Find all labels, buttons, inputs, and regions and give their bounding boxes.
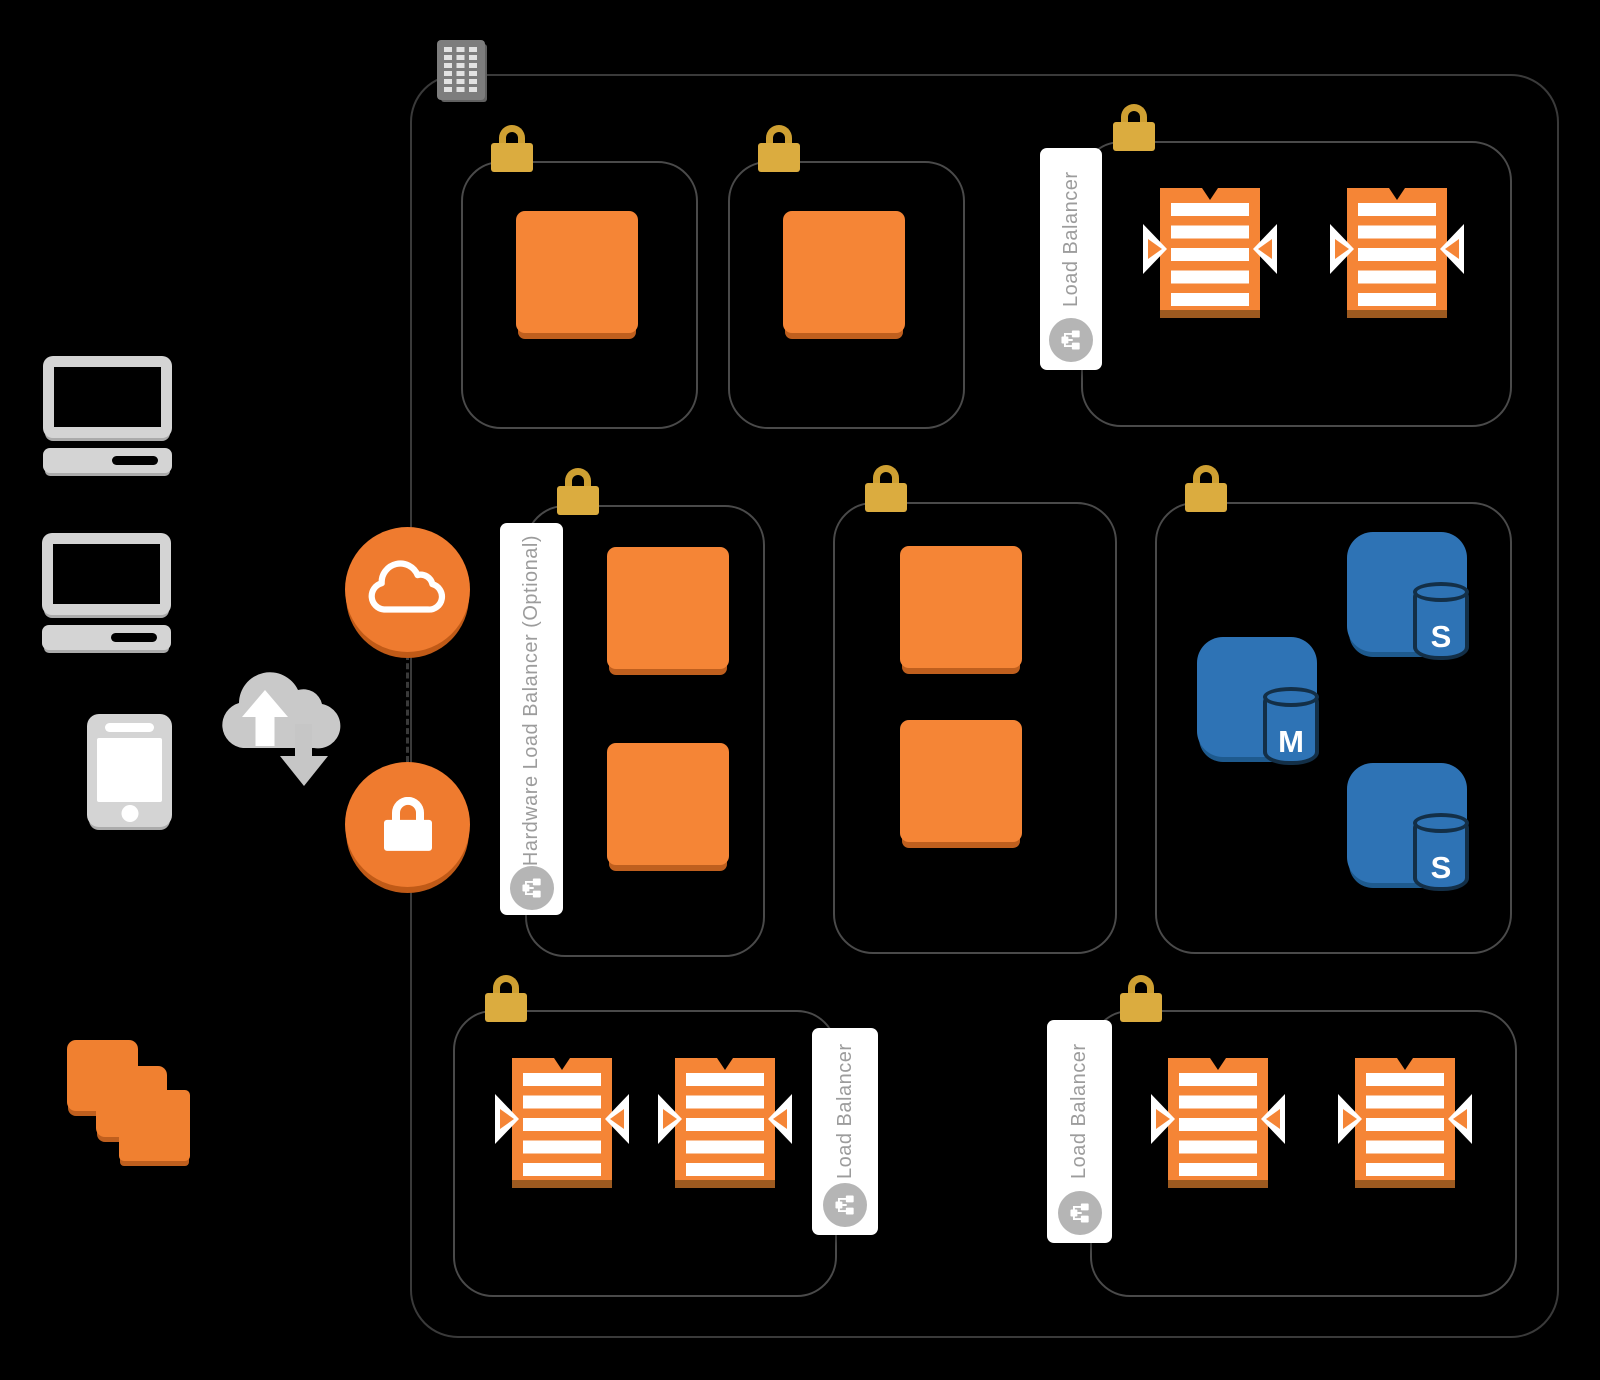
- desktop-client-icon: [43, 356, 172, 473]
- security-group-box: [728, 161, 965, 429]
- load-balancer-label: Load Balancer: [1047, 1020, 1112, 1243]
- rds-standby-icon: S: [1347, 532, 1469, 660]
- arrow-right-icon: [1143, 224, 1167, 274]
- monitor-slot: [111, 633, 157, 642]
- security-group-box: [1081, 141, 1512, 427]
- padlock-icon: [1185, 465, 1227, 512]
- web-server-icon: [1143, 188, 1277, 318]
- load-balancer-badge-icon: [1049, 318, 1093, 362]
- padlock-icon: [491, 125, 533, 172]
- db-letter: M: [1278, 724, 1304, 759]
- arrow-right-icon: [1338, 1094, 1362, 1144]
- mobile-client-icon: [87, 714, 172, 827]
- label-text: Load Balancer: [1068, 1043, 1090, 1180]
- arrow-right-icon: [1151, 1094, 1175, 1144]
- ec2-instance-icon: [783, 211, 905, 333]
- db-cylinder: S: [1413, 582, 1469, 660]
- security-group-box: [461, 161, 698, 429]
- ec2-instance-icon: [516, 211, 638, 333]
- arrow-right-icon: [1330, 224, 1354, 274]
- ec2-instance-icon: [900, 720, 1022, 842]
- phone-screen: [97, 738, 162, 802]
- ec2-instance-icon: [607, 547, 729, 669]
- label-text: Load Balancer: [833, 1043, 856, 1180]
- load-balancer-badge-icon: [509, 866, 554, 911]
- lock-body: [383, 819, 432, 851]
- load-balancer-badge-icon: [823, 1183, 867, 1227]
- arrow-left-icon: [1448, 1094, 1472, 1144]
- padlock-icon: [485, 975, 527, 1022]
- ec2-instance-icon: [900, 546, 1022, 668]
- stack-square: [119, 1090, 190, 1161]
- monitor-slot: [112, 456, 158, 465]
- db-cylinder: M: [1263, 687, 1319, 765]
- arrow-left-icon: [1253, 224, 1277, 274]
- web-server-icon: [1330, 188, 1464, 318]
- web-server-icon: [1151, 1058, 1285, 1188]
- security-group-box: [453, 1010, 837, 1297]
- label-text: Load Balancer: [1059, 171, 1082, 307]
- secure-endpoint-icon: [345, 762, 470, 887]
- corporate-datacenter-icon: [437, 40, 485, 100]
- db-letter: S: [1430, 619, 1452, 654]
- padlock-icon: [1120, 975, 1162, 1022]
- security-group-box: [1155, 502, 1512, 954]
- web-server-icon: [495, 1058, 629, 1188]
- db-letter: S: [1430, 850, 1452, 885]
- monitor-screen: [43, 356, 172, 438]
- desktop-client-icon: [42, 533, 171, 650]
- monitor-base: [43, 448, 172, 473]
- db-cylinder: S: [1413, 813, 1469, 891]
- rds-master-icon: M: [1197, 637, 1319, 765]
- arrow-left-icon: [605, 1094, 629, 1144]
- cloud-endpoint-icon: [345, 527, 470, 652]
- lock-shackle: [391, 796, 424, 827]
- monitor-screen: [42, 533, 171, 615]
- web-server-icon: [1338, 1058, 1472, 1188]
- padlock-icon: [758, 125, 800, 172]
- arrow-right-icon: [658, 1094, 682, 1144]
- arrow-left-icon: [1261, 1094, 1285, 1144]
- app-stack-icon: [65, 1038, 195, 1168]
- vpc-entry-connector: [406, 654, 409, 762]
- ec2-instance-icon: [607, 743, 729, 865]
- arrow-left-icon: [1440, 224, 1464, 274]
- cloud-outline-icon: [368, 559, 445, 613]
- building-windows: [444, 47, 477, 93]
- load-balancer-label: Load Balancer: [812, 1028, 878, 1235]
- load-balancer-badge-icon: [1057, 1191, 1102, 1235]
- padlock-icon: [865, 465, 907, 512]
- label-text: Hardware Load Balancer (Optional): [520, 535, 542, 867]
- up-arrow: [242, 690, 288, 746]
- internet-cloud-icon: [222, 672, 341, 786]
- phone-speaker: [105, 723, 154, 732]
- padlock-icon: [1113, 104, 1155, 151]
- security-group-box: [833, 502, 1117, 954]
- load-balancer-label: Load Balancer: [1040, 148, 1102, 370]
- monitor-base: [42, 625, 171, 650]
- padlock-icon: [557, 468, 599, 515]
- arrow-right-icon: [495, 1094, 519, 1144]
- web-server-icon: [658, 1058, 792, 1188]
- hardware-load-balancer-label: Hardware Load Balancer (Optional): [500, 523, 563, 915]
- vpc-boundary: [410, 74, 1559, 1338]
- down-arrow: [280, 724, 328, 786]
- rds-standby-icon: S: [1347, 763, 1469, 891]
- lock-icon: [383, 796, 432, 851]
- phone-home-button: [121, 805, 138, 822]
- arrow-left-icon: [768, 1094, 792, 1144]
